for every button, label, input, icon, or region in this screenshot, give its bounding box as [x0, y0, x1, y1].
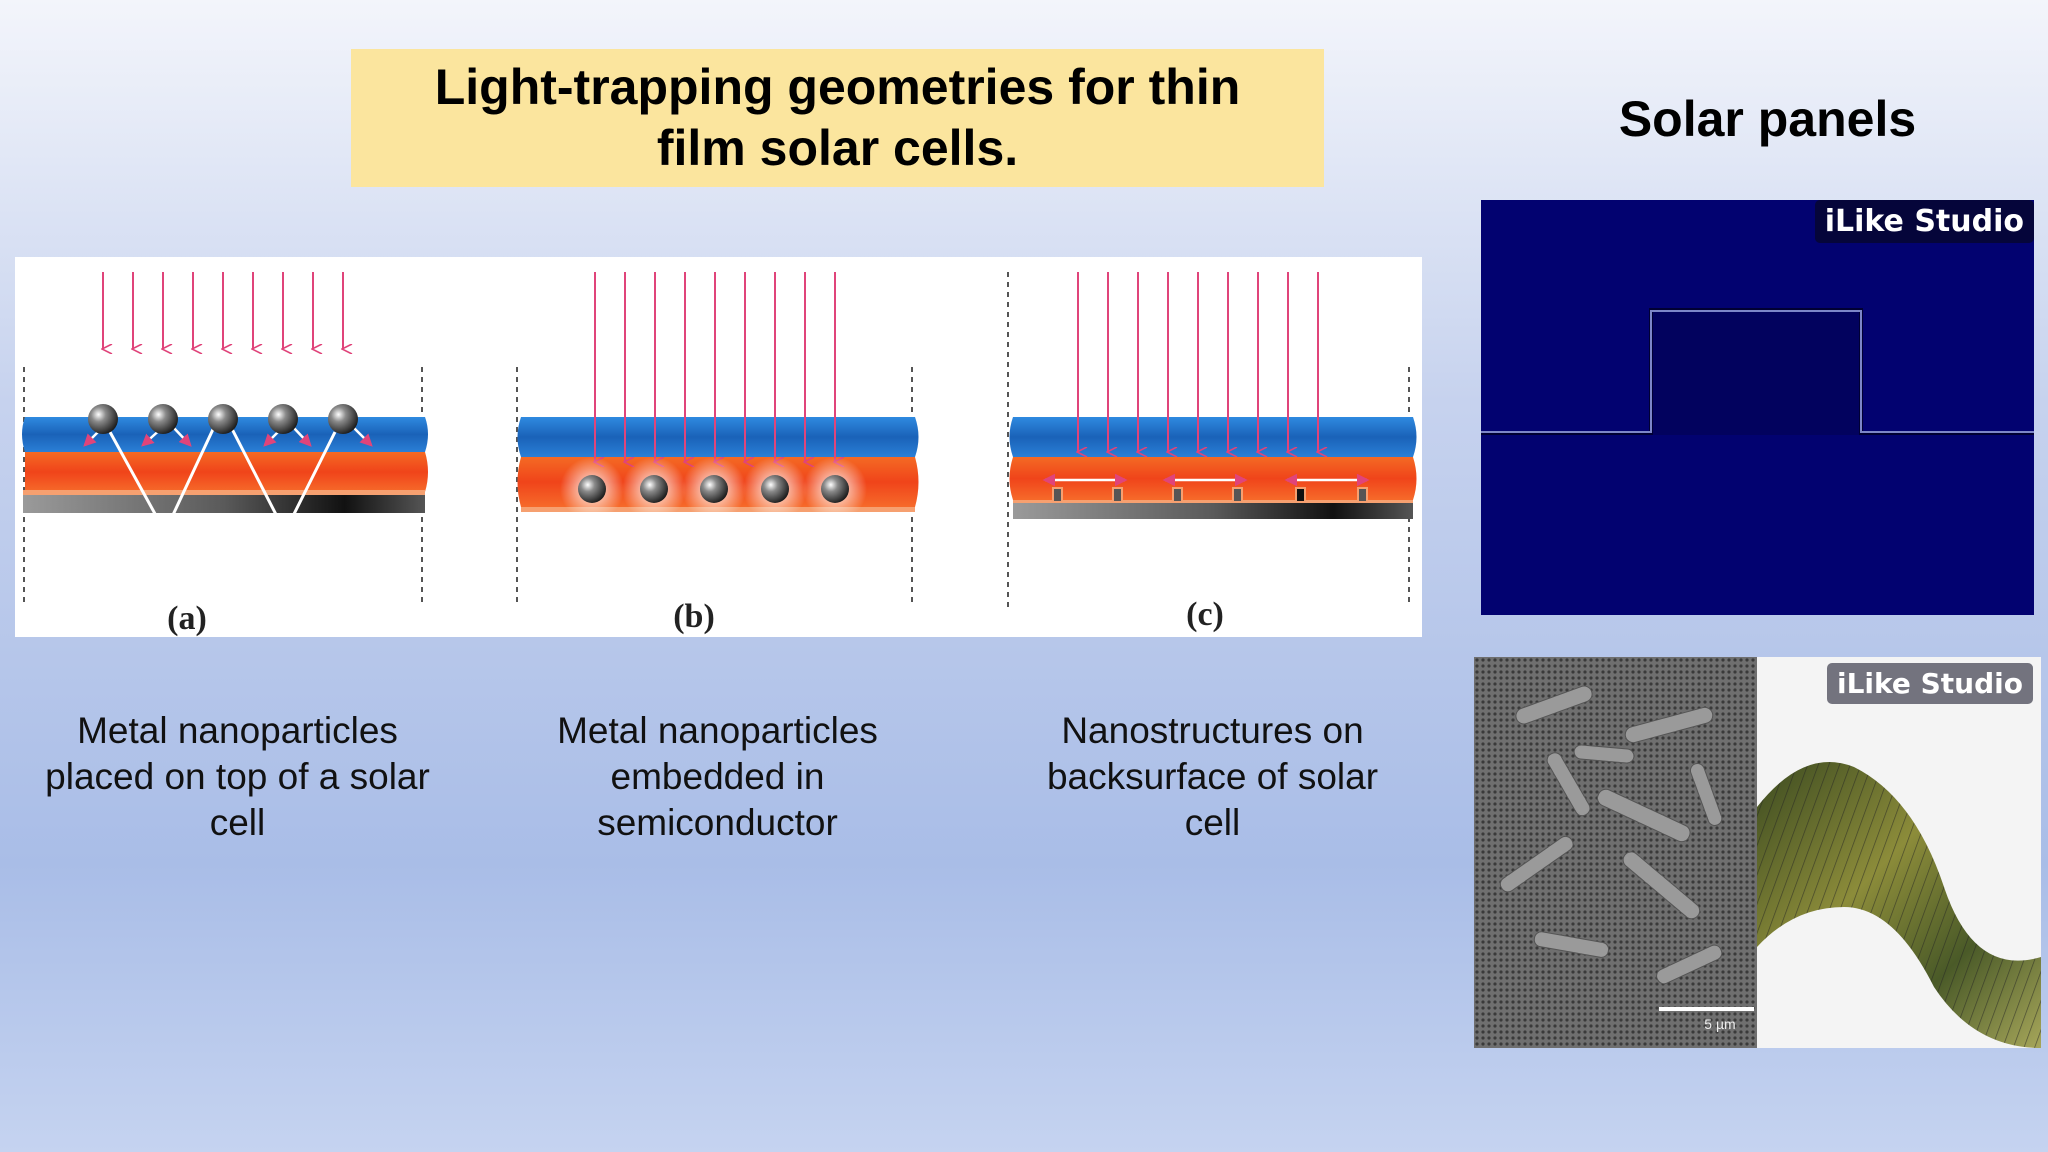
- panel-b: (b): [516, 272, 919, 635]
- slide-title-box: Light-trapping geometries for thin film …: [351, 49, 1324, 187]
- diagram-svg: (a): [22, 272, 1417, 637]
- light-trapping-diagram: (a): [15, 257, 1422, 637]
- side-title: Solar panels: [1618, 91, 1917, 147]
- photo-watermark: iLike Studio: [1826, 663, 2033, 704]
- scale-bar-label: 5 µm: [1704, 1016, 1735, 1032]
- panel-c: (c): [1007, 272, 1417, 633]
- solar-panel-video[interactable]: iLike Studio: [1481, 200, 2034, 615]
- video-watermark: iLike Studio: [1814, 200, 2034, 243]
- slide-title: Light-trapping geometries for thin film …: [434, 59, 1241, 176]
- semiconductor-layer-orange: [22, 452, 428, 492]
- absorber-layer-blue: [22, 417, 428, 452]
- caption-b: Metal nanoparticles embedded in semicond…: [557, 710, 878, 843]
- nanoparticles-embedded: [560, 457, 867, 521]
- video-frame-svg: [1481, 200, 2034, 615]
- nanoparticles-top: [88, 404, 358, 434]
- panel-a: (a): [22, 272, 428, 637]
- nanostructure-photo: 5 µm iLike Studio: [1474, 657, 2041, 1048]
- caption-c: Nanostructures on backsurface of solar c…: [1046, 710, 1379, 843]
- panel-label-b: (b): [673, 598, 715, 635]
- panel-label-c: (c): [1186, 596, 1224, 633]
- metal-back-contact: [23, 495, 425, 513]
- panel-label-a: (a): [167, 600, 207, 637]
- photo-svg: 5 µm: [1474, 657, 2041, 1048]
- caption-a: Metal nanoparticles placed on top of a s…: [45, 710, 430, 843]
